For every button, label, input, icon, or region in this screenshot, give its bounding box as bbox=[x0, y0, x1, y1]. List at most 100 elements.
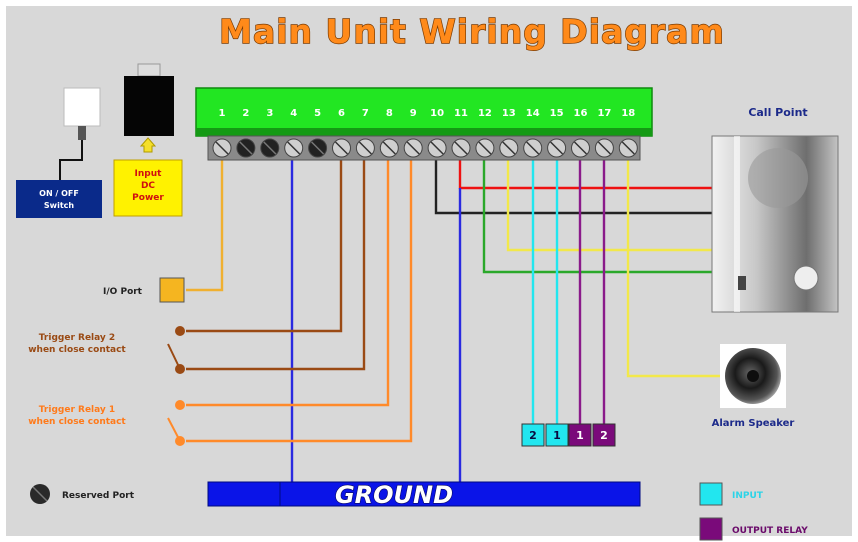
legend-output-label: OUTPUT RELAY bbox=[732, 526, 808, 536]
wire-callpoint-green bbox=[482, 160, 712, 274]
terminal-number-14: 14 bbox=[526, 108, 540, 119]
ground-label: GROUND bbox=[335, 481, 453, 509]
trigger-relay-1-label-1: Trigger Relay 1 bbox=[39, 405, 115, 415]
input-box-number-1: 1 bbox=[553, 429, 561, 442]
output-box-1 bbox=[568, 423, 592, 447]
trigger-relay-2: Trigger Relay 2 when close contact bbox=[28, 326, 185, 374]
terminal-number-13: 13 bbox=[502, 108, 516, 119]
switch-body bbox=[63, 87, 101, 127]
terminal-screw-slot-17 bbox=[597, 141, 611, 155]
legend-output-swatch bbox=[699, 517, 723, 541]
terminal-screw-slot-4 bbox=[287, 141, 301, 155]
diagram-title: Main Unit Wiring Diagram bbox=[219, 12, 725, 51]
terminal-number-15: 15 bbox=[550, 108, 564, 119]
terminal-number-6: 6 bbox=[338, 108, 345, 119]
terminal-screw-slot-5 bbox=[311, 141, 325, 155]
terminal-screw-slot-13 bbox=[502, 141, 516, 155]
wire-io-port bbox=[186, 160, 224, 292]
call-point-key-hole bbox=[793, 265, 819, 291]
terminal-screw-slot-11 bbox=[454, 141, 468, 155]
on-off-switch-label-1: ON / OFF bbox=[39, 189, 79, 198]
terminal-screw-slot-2 bbox=[239, 141, 253, 155]
call-point-label: Call Point bbox=[748, 106, 807, 119]
terminal-number-5: 5 bbox=[314, 108, 321, 119]
call-point: Call Point bbox=[711, 106, 839, 313]
terminal-number-4: 4 bbox=[290, 108, 297, 119]
trigger-relay-1: Trigger Relay 1 when close contact bbox=[28, 400, 185, 446]
terminal-screw-slot-6 bbox=[334, 141, 349, 155]
output-box-number-2: 2 bbox=[600, 429, 608, 442]
on-off-switch-label-box bbox=[16, 180, 102, 218]
terminal-number-16: 16 bbox=[574, 108, 588, 119]
call-point-button bbox=[748, 148, 808, 208]
terminal-screw-slot-18 bbox=[621, 141, 635, 155]
terminal-number-1: 1 bbox=[219, 108, 226, 119]
dc-adapter bbox=[124, 76, 174, 136]
terminal-screw-slot-10 bbox=[430, 141, 444, 155]
alarm-speaker-label: Alarm Speaker bbox=[712, 418, 795, 429]
terminal-screw-slot-15 bbox=[550, 141, 564, 155]
switch-cable bbox=[59, 140, 83, 180]
input-box-1 bbox=[545, 423, 569, 447]
wire-trigger2-b bbox=[186, 160, 366, 371]
trigger-relay-2-contact-a bbox=[175, 326, 185, 336]
terminal-block-lip bbox=[196, 128, 652, 136]
terminal-number-17: 17 bbox=[597, 108, 611, 119]
reserved-port-legend: Reserved Port bbox=[30, 484, 135, 504]
io-port: I/O Port bbox=[103, 277, 185, 303]
wire-trigger2-a bbox=[186, 160, 343, 333]
trigger-relay-1-contact-a bbox=[175, 400, 185, 410]
terminal-number-7: 7 bbox=[362, 108, 369, 119]
io-port-label: I/O Port bbox=[103, 287, 143, 297]
power-arrow-icon bbox=[139, 137, 157, 153]
input-dc-power-label-3: Power bbox=[132, 193, 164, 203]
input-box-number-2: 2 bbox=[529, 429, 537, 442]
alarm-speaker: Alarm Speaker bbox=[712, 344, 795, 429]
wire-callpoint-yellow bbox=[506, 160, 712, 252]
trigger-relay-2-label-2: when close contact bbox=[28, 345, 126, 355]
input-dc-power-label-box bbox=[113, 159, 183, 217]
wires bbox=[186, 160, 720, 484]
terminal-screws bbox=[212, 138, 638, 158]
terminal-screw-slot-8 bbox=[382, 141, 396, 155]
terminal-screw-slot-12 bbox=[478, 141, 492, 155]
io-boxes: 2 1 1 2 bbox=[521, 423, 616, 447]
terminal-number-2: 2 bbox=[242, 108, 249, 119]
switch-plug bbox=[78, 126, 86, 140]
terminal-screw-slot-16 bbox=[573, 141, 588, 155]
terminal-number-10: 10 bbox=[430, 108, 444, 119]
input-dc-power-label-1: Input bbox=[135, 169, 163, 179]
wire-trigger1-b bbox=[186, 160, 413, 443]
wire-trigger1-a bbox=[186, 160, 390, 407]
adapter-plug bbox=[137, 63, 161, 77]
wire-callpoint-black bbox=[434, 160, 712, 215]
legend-input-label: INPUT bbox=[732, 491, 764, 501]
io-port-box bbox=[159, 277, 185, 303]
output-box-2 bbox=[592, 423, 616, 447]
call-point-latch bbox=[738, 276, 746, 290]
terminal-number-12: 12 bbox=[478, 108, 492, 119]
input-box-2 bbox=[521, 423, 545, 447]
io-legend: INPUT OUTPUT RELAY bbox=[699, 482, 808, 541]
wire-speaker bbox=[626, 160, 720, 378]
terminal-screw-slot-7 bbox=[358, 141, 372, 155]
terminal-screw-slot-3 bbox=[263, 141, 277, 155]
ground-bar: GROUND bbox=[207, 480, 641, 510]
terminal-screw-strip bbox=[207, 135, 641, 161]
terminal-number-18: 18 bbox=[621, 108, 635, 119]
terminal-screw-slot-14 bbox=[526, 141, 540, 155]
terminal-number-3: 3 bbox=[266, 108, 273, 119]
output-box-number-1: 1 bbox=[576, 429, 584, 442]
terminal-number-11: 11 bbox=[454, 108, 468, 119]
terminal-screw-slot-1 bbox=[215, 141, 229, 155]
terminal-screw-slot-9 bbox=[406, 141, 420, 155]
on-off-switch-label-2: Switch bbox=[44, 201, 74, 210]
trigger-relay-2-switch bbox=[167, 343, 181, 370]
legend-input-swatch bbox=[699, 482, 723, 506]
terminal-number-8: 8 bbox=[386, 108, 393, 119]
call-point-highlight bbox=[734, 136, 740, 312]
